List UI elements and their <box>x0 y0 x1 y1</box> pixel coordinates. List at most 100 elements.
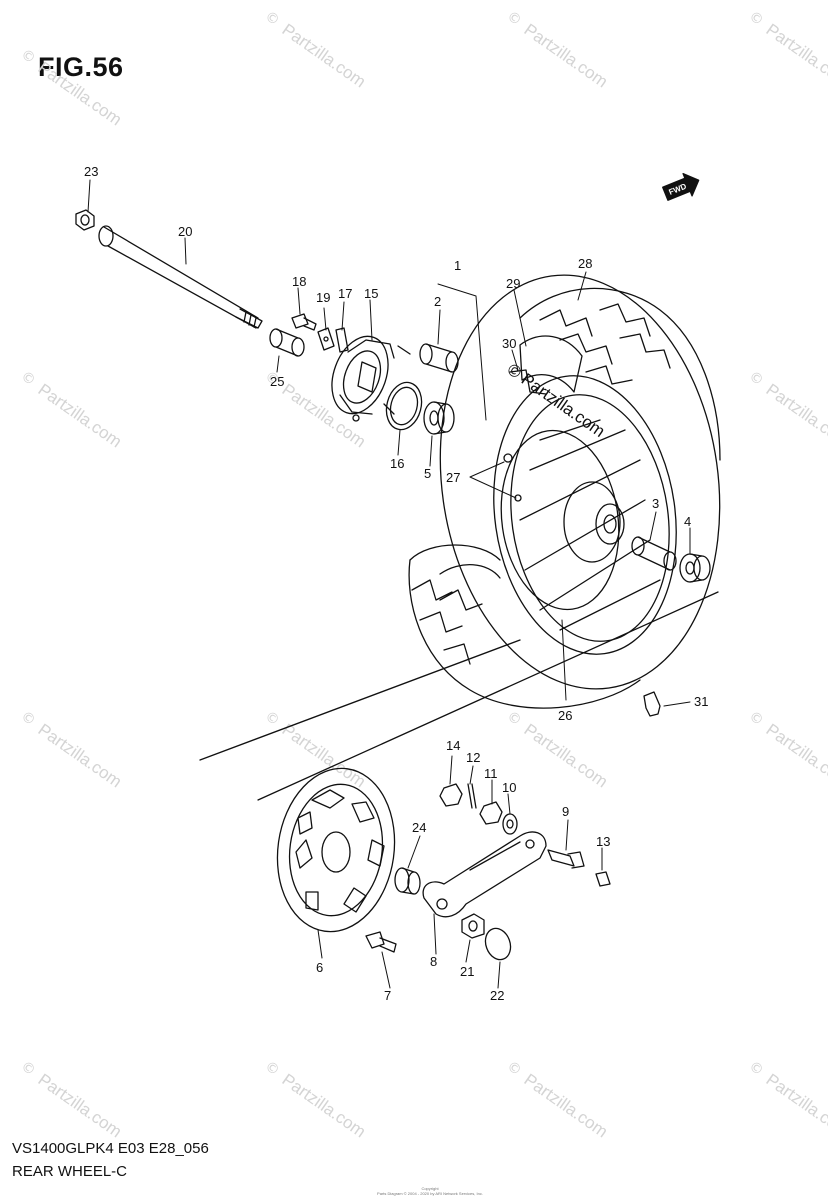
watermark-text: Partzilla.com <box>35 720 126 791</box>
watermark-copyright-icon: © <box>18 368 39 389</box>
callout-28: 28 <box>578 256 592 271</box>
part-8-torque-arm <box>422 831 547 918</box>
callout-1: 1 <box>454 258 461 273</box>
watermark-text: Partzilla.com <box>35 58 126 129</box>
part-24-collar <box>394 867 421 895</box>
watermark-copyright-icon: © <box>262 708 283 729</box>
watermark-tile: ©Partzilla.com <box>746 8 828 91</box>
callout-13: 13 <box>596 834 610 849</box>
part-7-bolt <box>365 931 397 953</box>
callout-22: 22 <box>490 988 504 1003</box>
part-11-nut <box>479 801 503 825</box>
watermark-copyright-icon: © <box>18 46 39 67</box>
figure-name: REAR WHEEL-C <box>12 1163 128 1180</box>
part-18-bolt <box>291 313 317 331</box>
watermark-copyright-icon: © <box>746 368 767 389</box>
callout-15: 15 <box>364 286 378 301</box>
callout-18: 18 <box>292 274 306 289</box>
callout-21: 21 <box>460 964 474 979</box>
watermark-layer: ©Partzilla.com©Partzilla.com©Partzilla.c… <box>18 8 828 1141</box>
watermark-tile: ©Partzilla.com <box>504 1058 612 1141</box>
part-14-nut <box>439 783 463 807</box>
watermark-copyright-icon: © <box>504 708 525 729</box>
callout-17: 17 <box>338 286 352 301</box>
callout-30: 30 <box>502 336 516 351</box>
watermark-tile: ©Partzilla.com <box>262 708 369 791</box>
part-17-washer <box>335 327 349 353</box>
callout-10: 10 <box>502 780 516 795</box>
part-4-bearing <box>679 553 711 583</box>
copyright-line-2: Parts Diagram © 2004 - 2020 by ARI Netwo… <box>377 1191 483 1196</box>
callout-31: 31 <box>694 694 708 709</box>
watermark-copyright-icon: © <box>746 708 767 729</box>
callout-14: 14 <box>446 738 460 753</box>
watermark-tile: ©Partzilla.com <box>504 708 612 791</box>
callout-27: 27 <box>446 470 460 485</box>
watermark-text: Partzilla.com <box>521 720 612 791</box>
watermark-text: Partzilla.com <box>521 20 612 91</box>
callout-11: 11 <box>484 766 498 781</box>
watermark-copyright-icon: © <box>18 708 39 729</box>
watermark-tile: ©Partzilla.com <box>746 708 828 791</box>
callout-16: 16 <box>390 456 404 471</box>
figure-title: FIG.56 <box>38 52 124 82</box>
center-watermark: © Partzilla.com <box>504 360 609 441</box>
watermark-text: Partzilla.com <box>763 1070 828 1141</box>
section-lines <box>199 591 719 801</box>
watermark-tile: ©Partzilla.com <box>262 8 370 91</box>
part-6-brake-disc <box>276 767 396 933</box>
callout-26: 26 <box>558 708 572 723</box>
part-13-cap <box>595 871 611 887</box>
fwd-arrow-icon: FWD <box>662 172 700 201</box>
part-9-bolt <box>547 849 585 869</box>
watermark-tile: ©Partzilla.com <box>746 368 828 451</box>
leader-lines <box>87 179 691 989</box>
part-10-washer <box>502 813 518 835</box>
watermark-tile: ©Partzilla.com <box>18 708 126 791</box>
part-30-valve <box>509 369 547 395</box>
part-21-nut <box>461 913 485 939</box>
part-19-plate <box>317 327 335 351</box>
watermark-copyright-icon: © <box>746 1058 767 1079</box>
part-2-collar <box>419 343 459 373</box>
callout-3: 3 <box>652 496 659 511</box>
callout-24: 24 <box>412 820 426 835</box>
watermark-text: Partzilla.com <box>279 20 370 91</box>
callout-9: 9 <box>562 804 569 819</box>
watermark-text: Partzilla.com <box>521 1070 612 1141</box>
watermark-copyright-icon: © <box>746 8 767 29</box>
part-15-brake-panel <box>331 335 411 422</box>
callout-12: 12 <box>466 750 480 765</box>
part-5-bearing <box>423 401 455 435</box>
figure-model-code: VS1400GLPK4 E03 E28_056 <box>12 1140 209 1157</box>
watermark-text: Partzilla.com <box>763 720 828 791</box>
part-1-rear-wheel <box>493 375 677 655</box>
callout-4: 4 <box>684 514 691 529</box>
part-12-cotter-pin <box>467 783 477 809</box>
watermark-text: Partzilla.com <box>763 380 828 451</box>
part-3-spacer <box>631 536 677 571</box>
callout-2: 2 <box>434 294 441 309</box>
part-22-cap <box>484 927 512 961</box>
watermark-tile: ©Partzilla.com <box>18 46 126 129</box>
part-20-axle <box>98 225 263 329</box>
watermark-copyright-icon: © <box>504 8 525 29</box>
callout-8: 8 <box>430 954 437 969</box>
watermark-text: Partzilla.com <box>763 20 828 91</box>
watermark-tile: ©Partzilla.com <box>18 1058 125 1141</box>
watermark-text: Partzilla.com <box>35 380 126 451</box>
callout-19: 19 <box>316 290 330 305</box>
part-29-rim-band <box>519 335 583 393</box>
watermark-copyright-icon: © <box>262 8 283 29</box>
part-31-clip <box>643 691 661 717</box>
part-25-spacer <box>269 328 305 357</box>
watermark-copyright-icon: © <box>262 1058 283 1079</box>
callout-23: 23 <box>84 164 98 179</box>
part-16-o-ring <box>385 381 423 431</box>
callout-5: 5 <box>424 466 431 481</box>
callout-20: 20 <box>178 224 192 239</box>
copyright-notice: Copyright Parts Diagram © 2004 - 2020 by… <box>330 1186 530 1196</box>
watermark-copyright-icon: © <box>504 1058 525 1079</box>
